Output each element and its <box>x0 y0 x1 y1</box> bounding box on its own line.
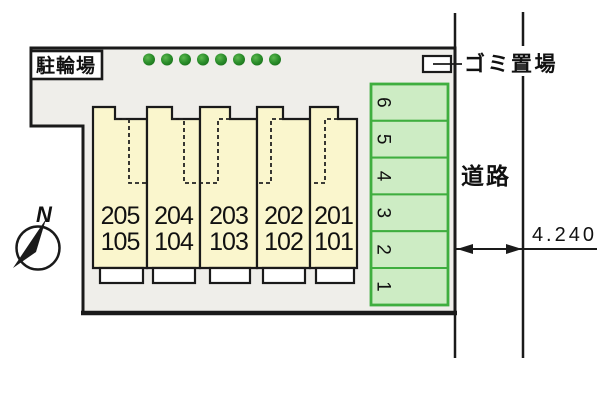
parking-space <box>370 193 449 233</box>
garbage-label: ゴミ置場 <box>464 52 558 76</box>
parking-space-number: 5 <box>373 134 394 145</box>
unit-dashed-partition <box>201 118 230 184</box>
parking-area-border <box>369 82 450 307</box>
tree-icon <box>197 53 209 66</box>
unit-dashed-partition <box>311 118 338 184</box>
parking-space-number: 6 <box>373 97 394 108</box>
compass-circle <box>15 225 61 271</box>
parking-space-number: 1 <box>373 281 394 292</box>
dimension-arrow-left-icon <box>457 244 473 254</box>
unit-dashed-partition <box>172 118 199 184</box>
tree-icon <box>179 53 191 66</box>
dimension-arrow-right-icon <box>506 244 522 254</box>
unit-number-lower: 102 <box>264 228 303 256</box>
unit-number-lower: 104 <box>154 228 194 256</box>
unit-dashed-partition <box>115 118 146 184</box>
unit-number-lower: 101 <box>314 228 353 256</box>
unit-numbers: 205 105 204 104 203 103 202 102 201 101 <box>101 202 354 256</box>
dimension-label: 4.240 <box>532 224 597 246</box>
parking-area: 6 5 4 3 2 1 <box>369 82 450 307</box>
unit-entrance-step <box>208 266 252 285</box>
tree-icon <box>161 53 173 66</box>
unit-dashed-partition <box>258 118 283 184</box>
parking-space <box>370 230 449 269</box>
bicycle-parking-box <box>29 49 104 81</box>
parking-space-number: 3 <box>373 208 394 219</box>
unit-number-upper: 204 <box>154 202 194 230</box>
unit-entrance-step <box>151 266 197 285</box>
tree-icon <box>215 53 227 66</box>
parking-space-number: 2 <box>373 244 394 255</box>
compass-needle <box>13 219 46 268</box>
unit-entrance-step <box>98 266 145 285</box>
unit-number-upper: 201 <box>314 202 353 230</box>
road-label: 道路 <box>461 163 511 189</box>
unit-number-lower: 105 <box>101 228 140 256</box>
tree-row <box>143 53 281 66</box>
parking-space-number: 4 <box>373 171 394 182</box>
tree-icon <box>269 53 281 66</box>
tree-icon <box>251 53 263 66</box>
unit-number-upper: 203 <box>209 202 248 230</box>
unit-entrance-steps <box>98 266 356 285</box>
unit-entrance-step <box>261 266 307 285</box>
unit-entrance-step <box>314 266 356 285</box>
parking-space <box>370 267 449 306</box>
compass-north-label: N <box>36 202 53 227</box>
unit-dashed-partitions <box>115 118 338 184</box>
unit-number-lower: 103 <box>209 228 248 256</box>
bicycle-parking-label: 駐輪場 <box>36 54 96 77</box>
tree-icon <box>143 53 155 66</box>
tree-icon <box>233 53 245 66</box>
building <box>91 105 359 270</box>
unit-number-upper: 202 <box>264 202 303 230</box>
unit-number-upper: 205 <box>101 202 140 230</box>
compass-north-icon: N <box>13 202 61 271</box>
